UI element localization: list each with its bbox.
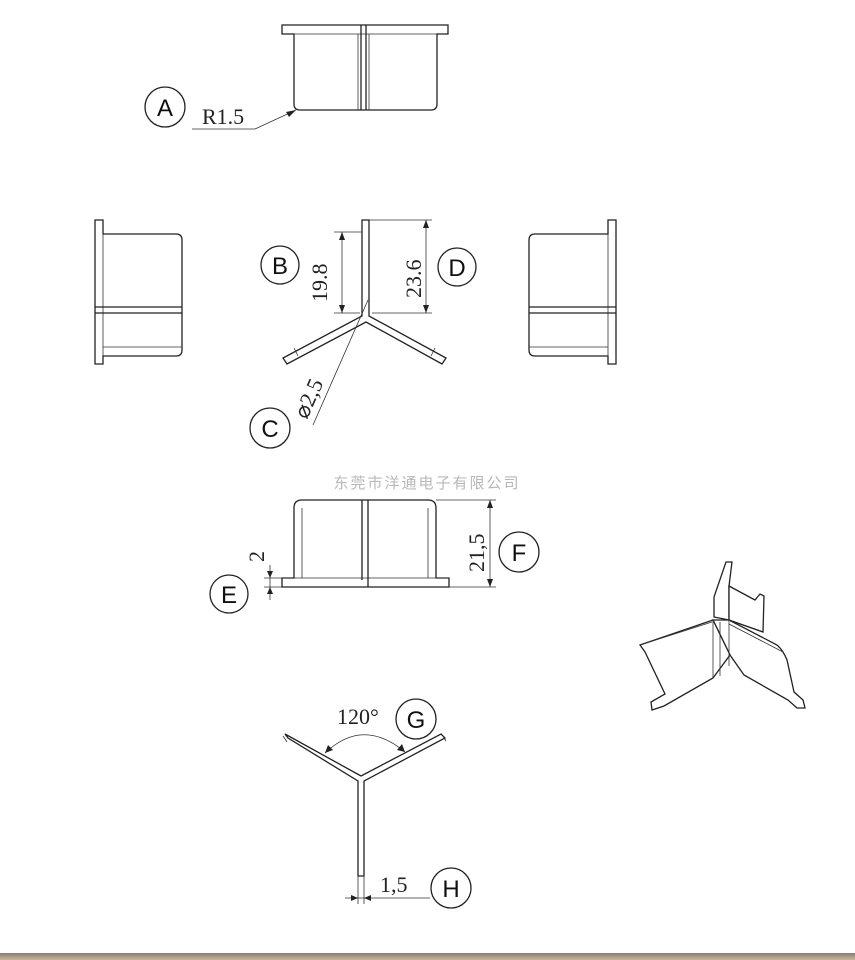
watermark: 东莞市洋通电子有限公司	[333, 474, 520, 492]
dimension-b: 19.8 B	[260, 231, 362, 314]
svg-text:120°: 120°	[337, 704, 379, 729]
svg-text:2: 2	[244, 551, 269, 562]
dimension-d: 23.6 D	[369, 219, 477, 314]
callout-a: A R1.5	[144, 86, 297, 130]
dimension-e: 2 E	[209, 551, 282, 614]
svg-text:19.8: 19.8	[307, 264, 332, 303]
top-view	[281, 24, 449, 111]
dimension-c: ⌀2,5 C	[249, 299, 369, 449]
svg-text:R1.5: R1.5	[202, 104, 244, 129]
front-view	[281, 499, 450, 588]
dimension-h: 1,5 H	[345, 867, 472, 909]
svg-text:D: D	[448, 255, 465, 282]
svg-text:23.6: 23.6	[401, 260, 426, 299]
right-side-view	[528, 219, 617, 365]
svg-text:G: G	[407, 707, 426, 734]
left-side-view	[94, 219, 183, 365]
dimension-f: 21,5 F	[436, 499, 540, 588]
dimension-g: 120° G	[324, 698, 437, 754]
svg-text:⌀2,5: ⌀2,5	[289, 375, 328, 422]
svg-text:H: H	[442, 876, 459, 903]
bottom-edge-bar	[0, 953, 855, 960]
svg-text:A: A	[157, 95, 173, 122]
plan-view-y-section	[282, 219, 447, 365]
svg-text:C: C	[261, 416, 278, 443]
svg-text:E: E	[221, 582, 237, 609]
isometric-view	[638, 561, 806, 711]
svg-text:B: B	[272, 253, 288, 280]
y-detail-view	[282, 733, 447, 877]
svg-text:F: F	[512, 540, 527, 567]
svg-text:1,5: 1,5	[380, 872, 408, 897]
svg-text:21,5: 21,5	[464, 534, 489, 573]
